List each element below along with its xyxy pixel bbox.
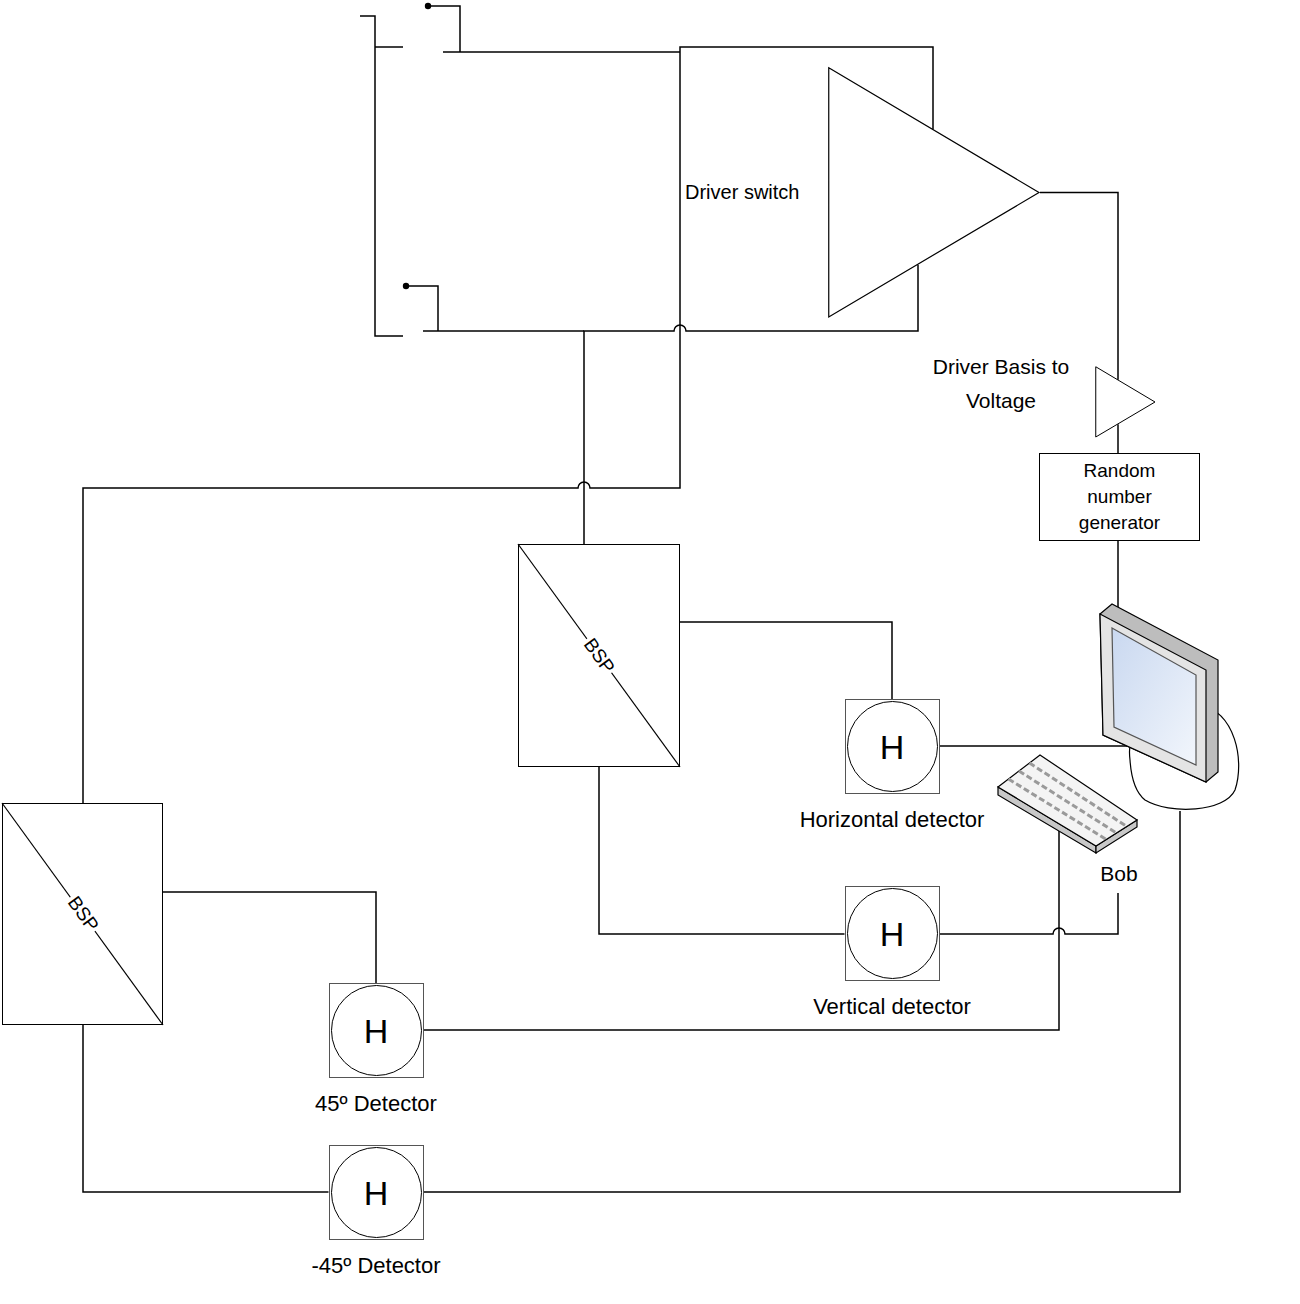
beam-splitter: BSP: [518, 544, 680, 767]
detector-node: H 45º Detector: [266, 983, 486, 1123]
connector: [680, 622, 892, 699]
connector: [1117, 541, 1119, 607]
amplifier-node: Driver switch: [684, 67, 1040, 318]
keyboard-keys: [1009, 779, 1107, 840]
node-label: Driver switch: [685, 179, 799, 205]
keyboard-top: [998, 755, 1137, 846]
detector-symbol: H: [364, 1173, 389, 1213]
detector-circle: H: [331, 985, 422, 1076]
connector: [83, 1025, 329, 1192]
connector: [584, 265, 918, 544]
detector-node: H Horizontal detector: [782, 699, 1002, 839]
detector-circle: H: [847, 701, 938, 792]
connector: [163, 892, 376, 983]
detector-circle: H: [331, 1147, 422, 1238]
switch-symbol: [360, 6, 680, 336]
computer-illustration: [996, 603, 1242, 893]
switch-wire: [423, 330, 584, 332]
detector-circle: H: [847, 888, 938, 979]
amplifier-triangle: [828, 67, 1040, 318]
connector: [1040, 193, 1118, 380]
computer-parts: [998, 604, 1239, 853]
splitter-label: BSP: [62, 891, 103, 937]
connector: [424, 831, 1060, 1030]
switch-bracket: [360, 16, 403, 336]
switch-wire: [443, 51, 680, 53]
detector-square: H: [329, 983, 424, 1078]
triangle-outline: [1096, 367, 1155, 437]
monitor-bezel: [1100, 614, 1206, 782]
triangle-outline: [829, 68, 1039, 317]
detector-node: H Vertical detector: [782, 886, 1002, 1026]
connector: [599, 767, 845, 934]
splitter-label: BSP: [579, 633, 620, 679]
connector: [424, 811, 1181, 1192]
driver-node: Driver Basis to Voltage: [912, 360, 1158, 442]
diagonal-line: [518, 544, 680, 767]
detector-node: H -45º Detector: [266, 1145, 486, 1285]
detector-label: Horizontal detector: [782, 807, 1002, 833]
detector-label: 45º Detector: [266, 1091, 486, 1117]
box-text: Random number generator: [1040, 458, 1199, 536]
node-label: Driver Basis to Voltage: [912, 350, 1090, 418]
monitor-screen: [1112, 628, 1196, 765]
keyboard-keys: [1019, 771, 1117, 833]
switch-pivot: [403, 283, 409, 289]
detector-label: -45º Detector: [266, 1253, 486, 1279]
switch-pivot: [425, 3, 431, 9]
detector-square: H: [845, 886, 940, 981]
diagonal-line: [2, 803, 163, 1025]
monitor-back: [1100, 604, 1218, 782]
detector-symbol: H: [880, 727, 905, 767]
connector: [1117, 424, 1119, 453]
keyboard-keys: [1030, 763, 1127, 827]
process-box: Random number generator: [1039, 453, 1200, 541]
driver-triangle: [1095, 366, 1155, 438]
computer-label: Bob: [1069, 861, 1169, 887]
switch-contact: [375, 46, 403, 48]
connector: [940, 745, 1131, 747]
beam-splitter: BSP: [2, 803, 163, 1025]
connector: [940, 893, 1119, 934]
detector-square: H: [845, 699, 940, 794]
switch-lever: [428, 6, 460, 52]
detector-square: H: [329, 1145, 424, 1240]
connector: [83, 47, 933, 803]
detector-symbol: H: [880, 914, 905, 954]
switch-lever: [406, 286, 438, 331]
computer-node: Bob: [996, 603, 1242, 893]
detector-label: Vertical detector: [782, 994, 1002, 1020]
detector-symbol: H: [364, 1011, 389, 1051]
